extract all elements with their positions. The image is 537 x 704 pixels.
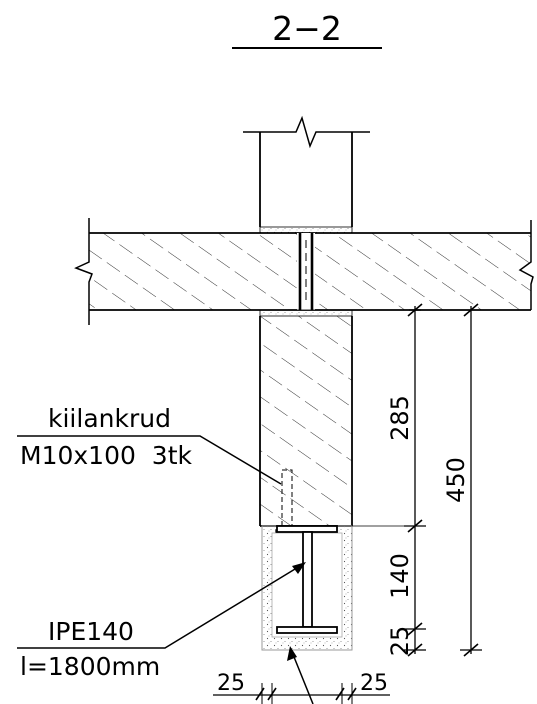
ipe140-beam xyxy=(276,525,338,634)
beam-label: IPE140 l=1800mm xyxy=(17,562,306,681)
beam-name: IPE140 xyxy=(48,617,134,646)
break-line-right xyxy=(518,220,534,310)
dimension-bottom: 25 25 xyxy=(213,671,390,704)
dim-285: 285 xyxy=(386,395,414,441)
steel-plate xyxy=(297,233,315,310)
break-line-left xyxy=(74,218,93,325)
lower-wall xyxy=(259,309,353,527)
beam-length: l=1800mm xyxy=(20,652,160,681)
anchor-name: kiilankrud xyxy=(48,404,171,433)
dim-25-right: 25 xyxy=(360,671,388,696)
dim-25-left: 25 xyxy=(217,671,245,696)
section-title: 2−2 xyxy=(272,9,342,48)
upper-wall xyxy=(243,115,370,234)
dim-140: 140 xyxy=(386,553,414,599)
dimension-chain-outer: 450 xyxy=(442,303,482,657)
anchor-label: kiilankrud M10x100 3tk xyxy=(17,404,282,485)
anchor-leader xyxy=(17,435,282,485)
dim-25-vertical: 25 xyxy=(386,626,414,657)
beam-leader xyxy=(17,565,301,649)
break-line-top xyxy=(243,115,370,149)
dim-450: 450 xyxy=(442,457,470,503)
anchor-spec: M10x100 3tk xyxy=(20,441,192,470)
dimension-chain-inner: 285 140 25 xyxy=(352,303,426,657)
